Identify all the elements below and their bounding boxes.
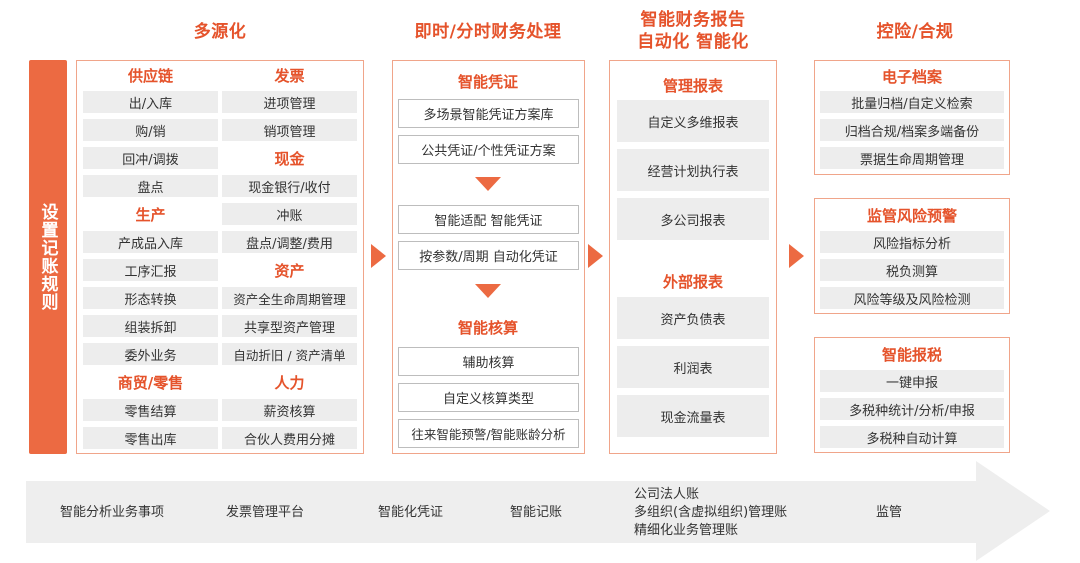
section-title-electronic-archive: 电子档案 (881, 68, 942, 86)
list-item: 零售结算 (83, 399, 218, 421)
section-title-smart-tax: 智能报税 (881, 346, 942, 364)
column-title-risk-compliance: 控险/合规 (876, 22, 954, 42)
side-bar-label: 设置记账规则 (37, 203, 58, 311)
list-item: 风险等级及风险检测 (820, 287, 1004, 309)
section-title-retail: 商贸/零售 (117, 374, 184, 392)
section-title-invoice: 发票 (274, 67, 305, 85)
bottom-process-arrow (26, 461, 1050, 561)
list-item: 资产全生命周期管理 (222, 287, 357, 309)
list-item: 共享型资产管理 (222, 315, 357, 337)
list-item: 现金流量表 (617, 395, 769, 437)
section-title-supply-chain: 供应链 (127, 67, 173, 85)
column-title-multi-source: 多源化 (193, 22, 247, 42)
section-title-management-reports: 管理报表 (662, 77, 723, 95)
list-item: 销项管理 (222, 119, 357, 141)
list-item: 公共凭证/个性凭证方案 (398, 135, 579, 164)
bottom-label-ledger-3: 精细化业务管理账 (634, 523, 739, 538)
list-item: 进项管理 (222, 91, 357, 113)
flow-arrow-icon (789, 244, 804, 268)
list-item: 产成品入库 (83, 231, 218, 253)
list-item: 利润表 (617, 346, 769, 388)
column-title-realtime-processing: 即时/分时财务处理 (414, 22, 562, 42)
column-title-smart-report-line1: 智能财务报告 (640, 10, 746, 30)
bottom-label-analysis: 智能分析业务事项 (60, 505, 165, 520)
list-item: 购/销 (83, 119, 218, 141)
list-item: 盘点/调整/费用 (222, 231, 357, 253)
section-title-smart-accounting: 智能核算 (457, 319, 518, 337)
list-item: 风险指标分析 (820, 231, 1004, 253)
bottom-label-ledger-1: 公司法人账 (634, 487, 700, 502)
section-title-smart-voucher: 智能凭证 (457, 73, 518, 91)
list-item: 经营计划执行表 (617, 149, 769, 191)
flow-arrow-icon (371, 244, 386, 268)
list-item: 往来智能预警/智能账龄分析 (398, 419, 579, 448)
bottom-label-smart-voucher: 智能化凭证 (378, 505, 444, 520)
list-item: 票据生命周期管理 (820, 147, 1004, 169)
flow-arrow-down-icon (475, 177, 501, 191)
list-item: 按参数/周期 自动化凭证 (398, 241, 579, 270)
section-title-assets: 资产 (274, 262, 305, 280)
list-item: 自定义多维报表 (617, 100, 769, 142)
bottom-label-ledger-2: 多组织(含虚拟组织)管理账 (634, 505, 788, 520)
list-item: 多公司报表 (617, 198, 769, 240)
list-item: 工序汇报 (83, 259, 218, 281)
list-item: 资产负债表 (617, 297, 769, 339)
list-item: 自动折旧 / 资产清单 (222, 343, 357, 365)
list-item: 形态转换 (83, 287, 218, 309)
column-title-smart-report-line2: 自动化 智能化 (637, 32, 749, 52)
flow-arrow-down-icon (475, 284, 501, 298)
list-item: 薪资核算 (222, 399, 357, 421)
list-item: 智能适配 智能凭证 (398, 205, 579, 234)
list-item: 多税种自动计算 (820, 426, 1004, 448)
side-bar-accounting-rules: 设置记账规则 (29, 60, 67, 454)
list-item: 出/入库 (83, 91, 218, 113)
list-item: 零售出库 (83, 427, 218, 449)
list-item: 现金银行/收付 (222, 175, 357, 197)
bottom-label-invoice-platform: 发票管理平台 (226, 505, 305, 520)
list-item: 合伙人费用分摊 (222, 427, 357, 449)
bottom-label-supervision: 监管 (876, 505, 903, 520)
list-item: 回冲/调拨 (83, 147, 218, 169)
list-item: 一键申报 (820, 370, 1004, 392)
list-item: 归档合规/档案多端备份 (820, 119, 1004, 141)
list-item: 多场景智能凭证方案库 (398, 99, 579, 128)
section-title-external-reports: 外部报表 (662, 273, 723, 291)
list-item: 多税种统计/分析/申报 (820, 398, 1004, 420)
list-item: 税负测算 (820, 259, 1004, 281)
flow-arrow-icon (588, 244, 603, 268)
list-item: 批量归档/自定义检索 (820, 91, 1004, 113)
list-item: 冲账 (222, 203, 357, 225)
list-item: 组装拆卸 (83, 315, 218, 337)
bottom-label-smart-bookkeeping: 智能记账 (510, 505, 563, 520)
section-title-risk-warning: 监管风险预警 (866, 207, 957, 225)
list-item: 自定义核算类型 (398, 383, 579, 412)
section-title-production: 生产 (135, 206, 166, 224)
list-item: 辅助核算 (398, 347, 579, 376)
section-title-hr: 人力 (274, 374, 305, 392)
list-item: 盘点 (83, 175, 218, 197)
section-title-cash: 现金 (274, 150, 305, 168)
list-item: 委外业务 (83, 343, 218, 365)
